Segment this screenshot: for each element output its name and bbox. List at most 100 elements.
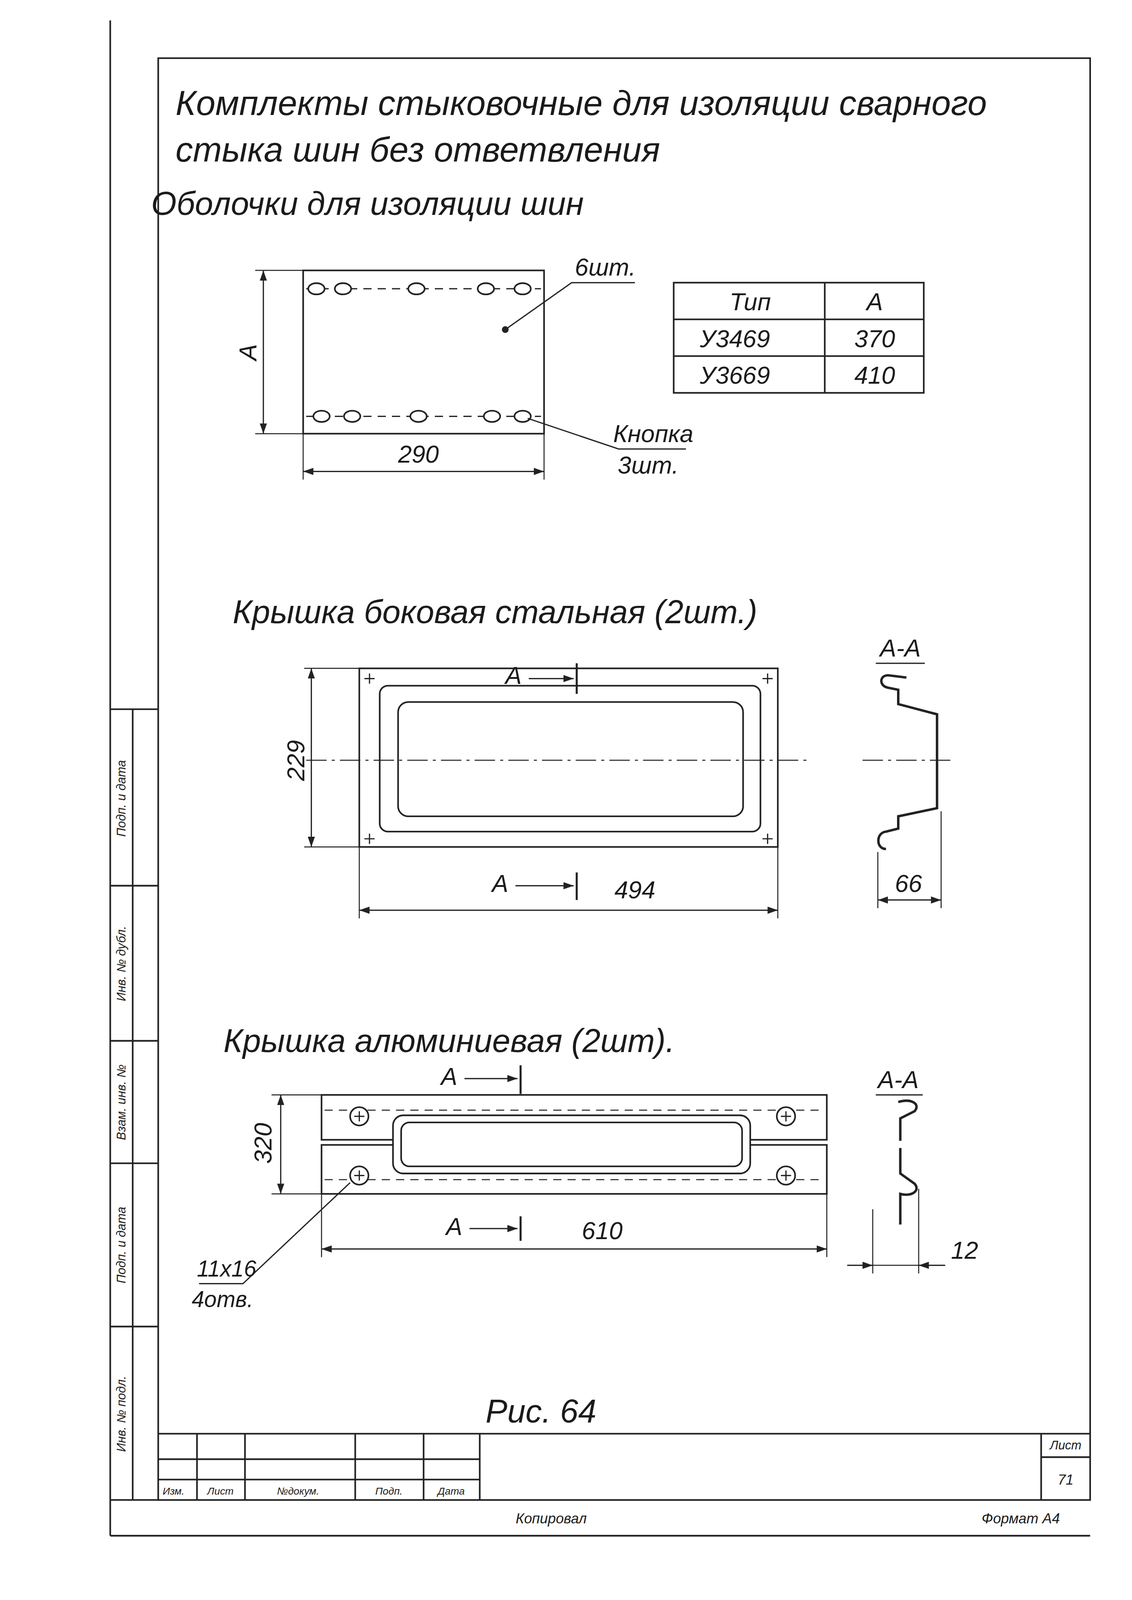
drawing-label: 3шт.: [617, 453, 679, 478]
drawing-label: А: [505, 663, 522, 689]
drawing-line: [847, 1264, 873, 1267]
rotated-label: Взам. инв. №: [115, 1064, 128, 1141]
drawing-ellipse: [408, 283, 425, 295]
drawing-label: Подп.: [375, 1486, 403, 1497]
drawing-line: [196, 1433, 199, 1500]
drawing-g: [364, 673, 773, 845]
drawing-line: [158, 1478, 480, 1481]
drawing-rect: [302, 270, 544, 434]
drawing-label: Изм.: [162, 1486, 185, 1497]
drawing-label: У3669: [699, 363, 771, 388]
drawing-label: Копировал: [515, 1511, 587, 1526]
drawing-label: 494: [614, 877, 656, 903]
drawing-label: 12: [950, 1238, 979, 1263]
drawing-path: [780, 1111, 791, 1122]
rotated-label: 320: [250, 1122, 276, 1164]
drawing-line: [109, 20, 112, 1536]
drawing-line: [324, 1178, 824, 1180]
drawing-label: №докум.: [276, 1486, 319, 1497]
drawing-rect: [158, 57, 1091, 1500]
drawing-line: [255, 270, 303, 272]
drawing-line: [304, 846, 360, 848]
drawing-line: [110, 885, 159, 887]
rotated-label: Инв. № подл.: [115, 1375, 128, 1452]
drawing-label: Лист: [207, 1486, 234, 1497]
drawing-label: У3469: [699, 326, 771, 352]
drawing-line: [110, 1162, 159, 1165]
drawing-line: [131, 709, 134, 1500]
rotated-label: Инв. № дубл.: [115, 925, 128, 1002]
drawing-label: Кнопка: [613, 421, 694, 447]
drawing-line: [1041, 1456, 1091, 1459]
rotated-label: А: [235, 344, 261, 361]
drawing-line: [110, 1040, 159, 1043]
drawing-circle: [776, 1107, 795, 1126]
drawing-label: 410: [854, 363, 896, 388]
sheet-frame: [110, 20, 1091, 1536]
drawing-title: Комплекты стыковочные для изоляции сварн…: [175, 79, 1075, 174]
drawing-ellipse: [344, 410, 361, 423]
drawing-line: [110, 1499, 159, 1502]
insulation-shell: [255, 270, 686, 480]
drawing-line: [918, 1189, 919, 1274]
drawing-polyline: [505, 282, 635, 330]
drawing-line: [464, 1078, 518, 1080]
drawing-line: [354, 1433, 357, 1500]
drawing-line: [262, 270, 265, 434]
drawing-line: [872, 1264, 919, 1266]
drawing-line: [110, 1325, 159, 1328]
drawing-label: А-А: [879, 636, 921, 661]
drawing-line: [673, 355, 924, 358]
drawing-line: [824, 282, 826, 394]
drawing-g: [308, 283, 532, 423]
drawing-label: Дата: [437, 1486, 465, 1497]
drawing-line: [528, 678, 574, 680]
drawing-line: [110, 708, 159, 711]
drawing-path: [780, 1170, 791, 1181]
drawing-rect: [392, 1115, 751, 1174]
rotated-label: Подп. и дата: [115, 760, 128, 837]
drawing-line: [255, 432, 303, 434]
drawing-line: [358, 846, 360, 919]
drawing-line: [271, 1094, 322, 1096]
drawing-label: 610: [581, 1218, 623, 1244]
drawing-label: 4отв.: [191, 1288, 254, 1311]
drawing-path: [898, 1100, 917, 1142]
type-table: [673, 282, 924, 394]
drawing-circle: [349, 1166, 369, 1185]
drawing-line: [158, 1458, 480, 1461]
drawing-path: [762, 833, 773, 844]
drawing-ellipse: [483, 410, 501, 423]
drawing-line: [310, 668, 313, 847]
drawing-ellipse: [514, 283, 532, 295]
drawing-line: [244, 1433, 246, 1500]
drawing-line: [875, 1094, 923, 1096]
drawing-line: [862, 759, 955, 761]
drawing-line: [110, 1534, 1091, 1537]
drawing-label: А: [446, 1214, 463, 1240]
drawing-path: [364, 833, 375, 844]
drawing-line: [575, 663, 578, 694]
drawing-label: Лист: [1049, 1439, 1082, 1452]
drawing-rect: [379, 685, 761, 832]
drawing-line: [872, 1209, 874, 1274]
drawing-line: [321, 1248, 827, 1250]
drawing-ellipse: [313, 410, 330, 423]
drawing-path: [364, 673, 375, 684]
drawing-line: [875, 662, 925, 664]
drawing-line: [158, 1433, 1091, 1435]
drawing-label: А: [440, 1064, 458, 1090]
drawing-ellipse: [477, 283, 495, 295]
drawing-ellipse: [410, 410, 427, 423]
drawing-path: [354, 1111, 365, 1122]
drawing-line: [280, 1095, 282, 1195]
drawing-line: [1040, 1433, 1043, 1500]
drawing-ellipse: [308, 283, 325, 295]
drawing-line: [321, 1194, 323, 1258]
drawing-line: [271, 1193, 322, 1195]
drawing-label: Формат А4: [981, 1511, 1060, 1526]
drawing-line: [469, 1228, 518, 1230]
drawing-line: [515, 885, 574, 887]
